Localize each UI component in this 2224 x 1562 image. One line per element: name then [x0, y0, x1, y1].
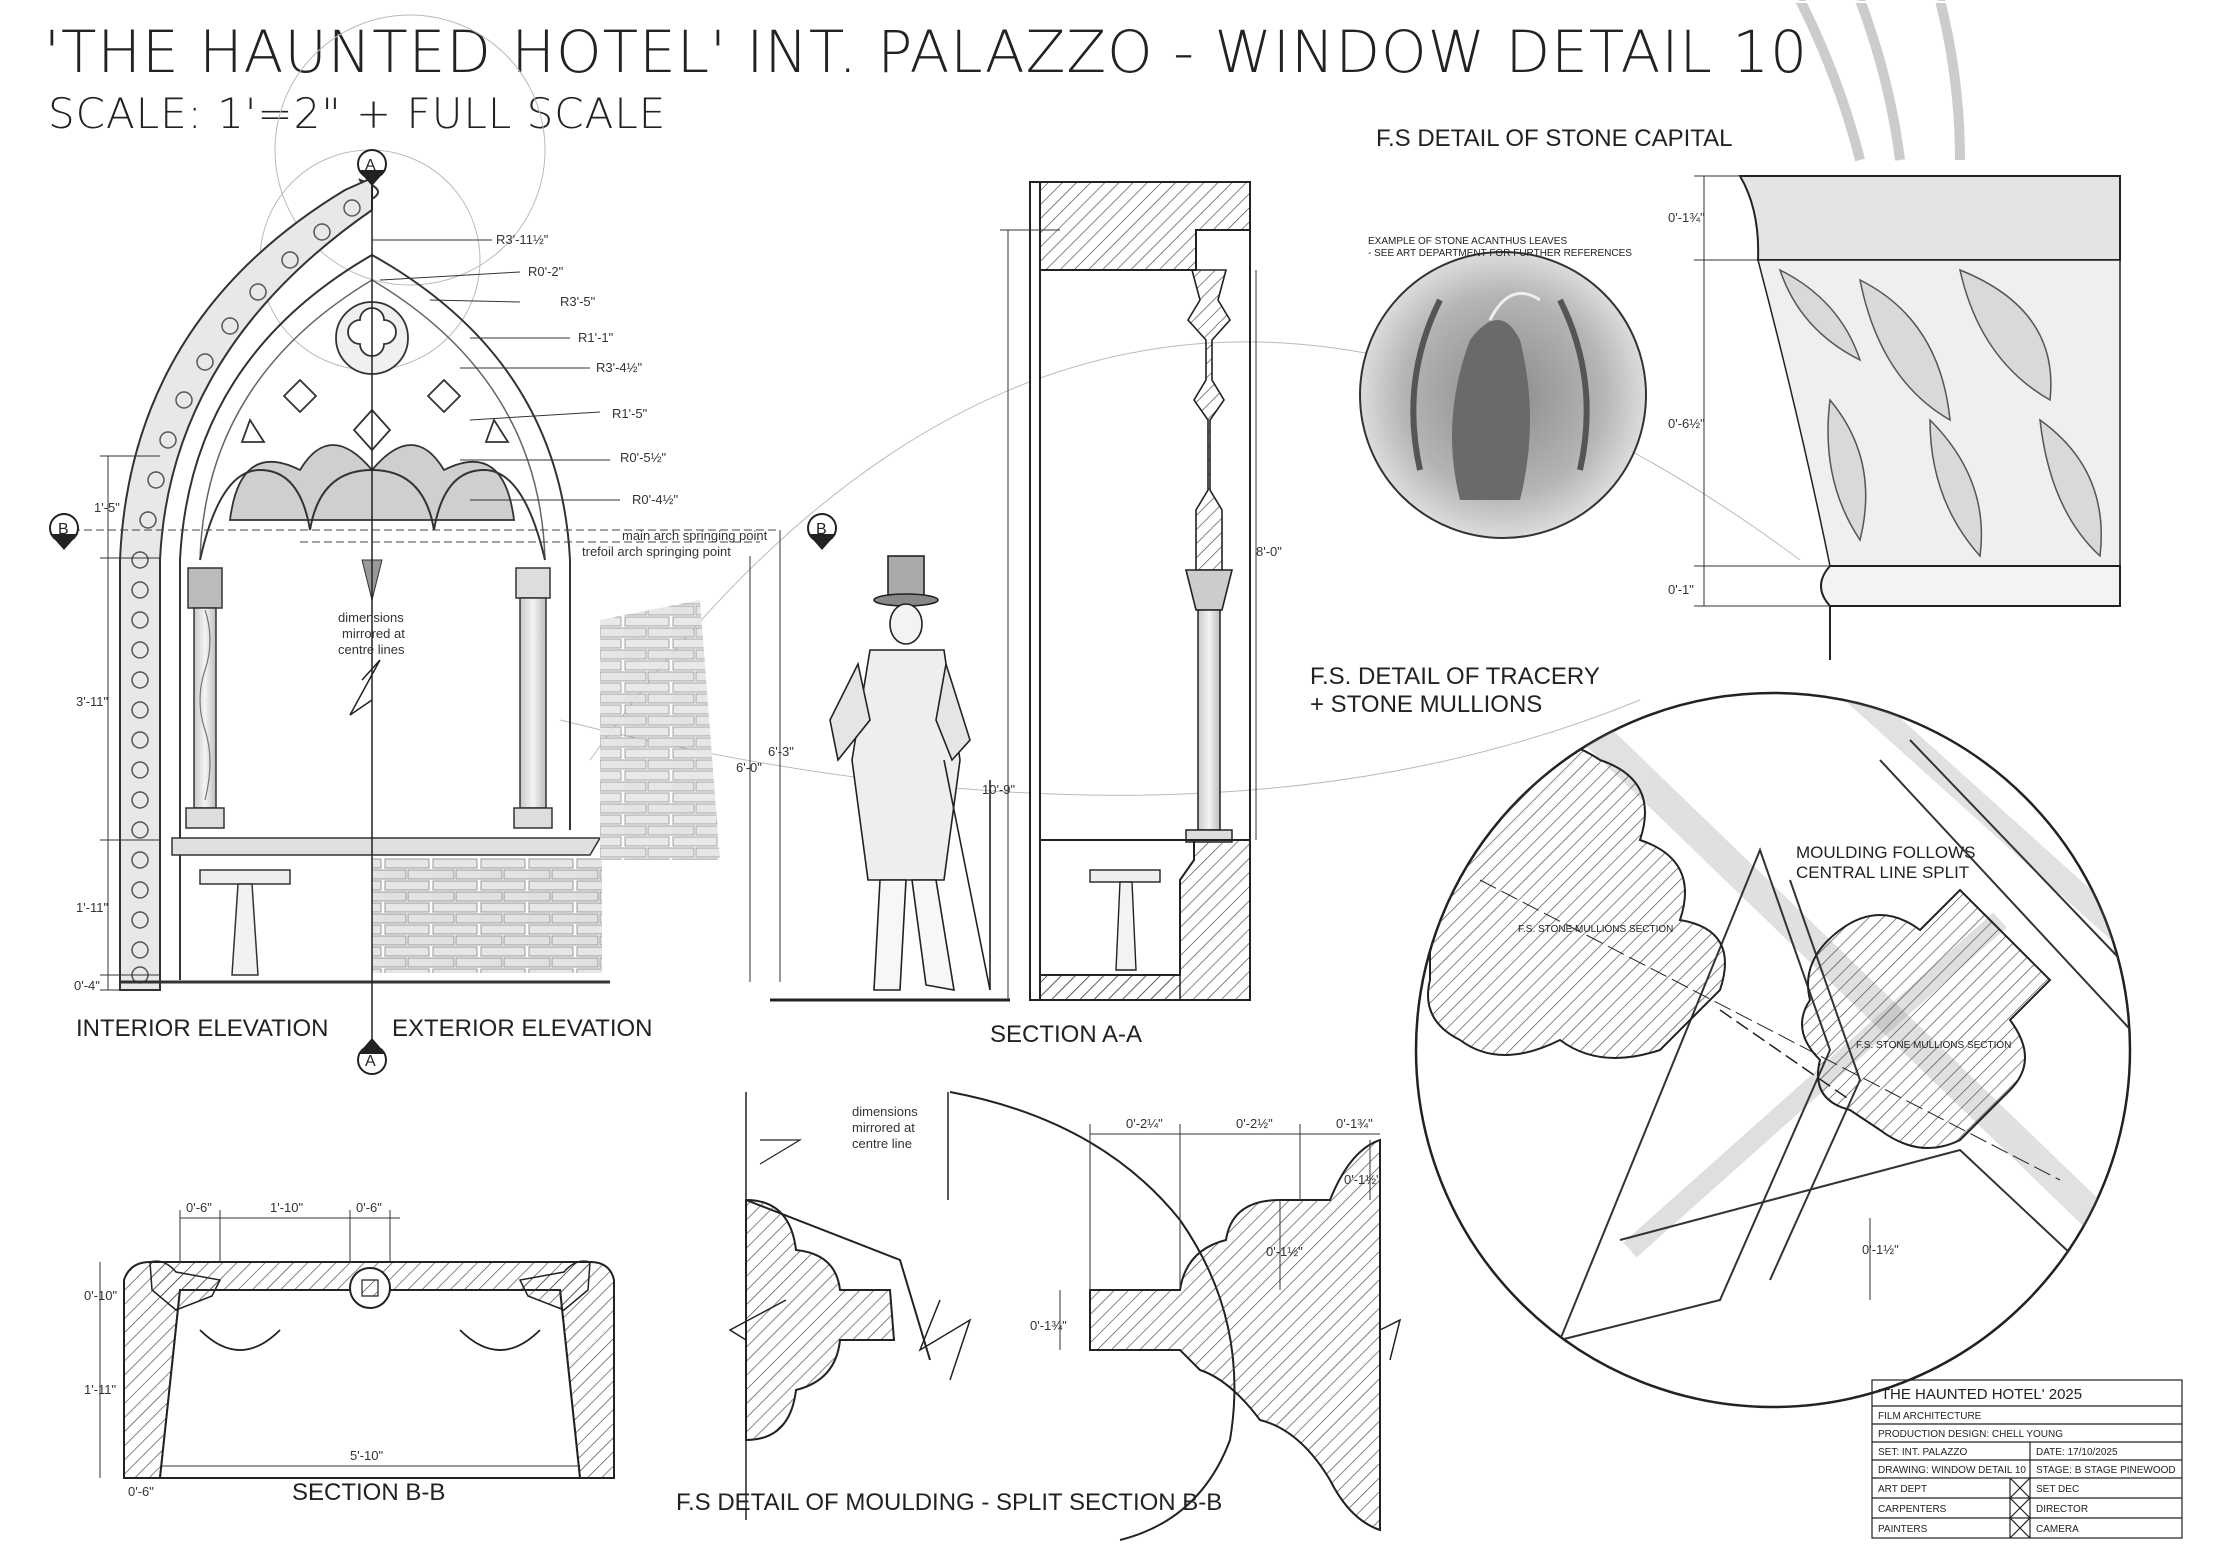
dim-label: 0'-2¼"	[1126, 1116, 1163, 1131]
section-marker-a-top	[357, 149, 387, 186]
interior-elevation-label: INTERIOR ELEVATION	[76, 1015, 328, 1042]
dim-label: 1'-10"	[270, 1200, 304, 1215]
sheet-scale: SCALE: 1'=2" + FULL SCALE	[48, 89, 666, 138]
title-block-set: SET: INT. PALAZZO	[1878, 1447, 1967, 1458]
section-marker-b-label: B	[816, 521, 827, 538]
dim-label: 0'-1¾"	[1668, 210, 1705, 225]
title-block-drawing: DRAWING: WINDOW DETAIL 10	[1878, 1465, 2026, 1476]
radius-label: R3'-11½"	[496, 232, 549, 247]
main-springing-note: main arch springing point	[622, 528, 768, 543]
radius-label: R3'-4½"	[596, 360, 643, 375]
title-block-date: DATE: 17/10/2025	[2036, 1447, 2118, 1458]
radius-label: R3'-5"	[560, 294, 596, 309]
radius-label: R0'-5½"	[620, 450, 667, 465]
radius-label: R0'-4½"	[632, 492, 679, 507]
title-block-dept: FILM ARCHITECTURE	[1878, 1411, 1982, 1422]
section-marker-b-left	[49, 513, 79, 550]
dim-label: 0'-1½"	[1266, 1244, 1303, 1259]
dim-label: 3'-11"	[76, 694, 109, 709]
dim-label: 1'-5"	[94, 500, 120, 515]
acanthus-note: - SEE ART DEPARTMENT FOR FURTHER REFEREN…	[1368, 248, 1632, 259]
dim-label: 0'-1¾"	[1336, 1116, 1373, 1131]
section-marker-a-label: A	[365, 1053, 376, 1070]
dim-label: 0'-1"	[1668, 582, 1694, 597]
dim-label: 10'-9"	[982, 782, 1016, 797]
dim-label: 0'-1¾"	[1030, 1318, 1067, 1333]
section-marker-a-label: A	[365, 157, 376, 174]
fs-moulding-label: F.S DETAIL OF MOULDING - SPLIT SECTION B…	[676, 1489, 1222, 1516]
title-block	[1871, 1379, 2183, 1539]
moulding-follows-note: CENTRAL LINE SPLIT	[1796, 863, 1969, 882]
title-block-designer: PRODUCTION DESIGN: CHELL YOUNG	[1878, 1429, 2063, 1440]
radius-leaders	[372, 239, 620, 501]
dim-label: 5'-10"	[350, 1448, 384, 1463]
mirrored-note: dimensions	[338, 610, 404, 625]
mirrored-note: centre lines	[338, 642, 405, 657]
dim-label: 0'-6½"	[1668, 416, 1705, 431]
moulding-follows-note: MOULDING FOLLOWS	[1796, 843, 1975, 862]
exterior-elevation-label: EXTERIOR ELEVATION	[392, 1015, 653, 1042]
dim-label: 0'-10"	[84, 1288, 118, 1303]
section-aa-label: SECTION A-A	[990, 1021, 1142, 1048]
mirrored-note: centre line	[852, 1136, 912, 1151]
signoff-art-dept: ART DEPT	[1878, 1484, 1927, 1495]
dim-label: 0'-2½"	[1236, 1116, 1273, 1131]
dim-label: 8'-0"	[1256, 544, 1282, 559]
mirrored-note: dimensions	[852, 1104, 918, 1119]
dim-label: 1'-11"	[76, 900, 109, 915]
mullion-section-note: F.S. STONE MULLIONS SECTION	[1856, 1040, 2011, 1051]
dim-label: 6'-0"	[736, 760, 762, 775]
radius-label: R0'-2"	[528, 264, 564, 279]
dim-label: 0'-6"	[128, 1484, 154, 1499]
radius-label: R1'-5"	[612, 406, 648, 421]
fs-capital-label: F.S DETAIL OF STONE CAPITAL	[1376, 125, 1733, 152]
section-bb-label: SECTION B-B	[292, 1479, 445, 1506]
signoff-camera: CAMERA	[2036, 1524, 2079, 1535]
dim-label: 0'-6"	[356, 1200, 382, 1215]
section-bb	[99, 1210, 615, 1479]
sheet-title: 'THE HAUNTED HOTEL' INT. PALAZZO - WINDO…	[44, 18, 1808, 86]
dim-label: 6'-3"	[768, 744, 794, 759]
acanthus-note: EXAMPLE OF STONE ACANTHUS LEAVES	[1368, 236, 1567, 247]
dim-label: 0'-6"	[186, 1200, 212, 1215]
mirrored-note: mirrored at	[852, 1120, 915, 1135]
signoff-set-dec: SET DEC	[2036, 1484, 2079, 1495]
moulding-detail	[728, 1091, 1402, 1541]
section-marker-b-right	[807, 513, 837, 550]
signoff-director: DIRECTOR	[2036, 1504, 2088, 1515]
title-block-stage: STAGE: B STAGE PINEWOOD	[2036, 1465, 2176, 1476]
section-aa	[1000, 181, 1257, 1001]
vertical-dimensions	[100, 455, 781, 991]
dim-label: 1'-11"	[84, 1382, 117, 1397]
title-block-project: 'THE HAUNTED HOTEL' 2025	[1878, 1386, 2082, 1403]
section-marker-a-bottom	[357, 1038, 387, 1075]
fs-tracery-label: F.S. DETAIL OF TRACERY	[1310, 663, 1600, 690]
fs-tracery-label: + STONE MULLIONS	[1310, 691, 1542, 718]
signoff-painters: PAINTERS	[1878, 1524, 1928, 1535]
dim-label: 0'-1½"	[1344, 1172, 1381, 1187]
trefoil-springing-note: trefoil arch springing point	[582, 544, 731, 559]
acanthus-photo	[1359, 251, 1647, 539]
stone-capital-drawing	[1694, 0, 2121, 660]
signoff-carpenters: CARPENTERS	[1878, 1504, 1947, 1515]
dim-label: 0'-4"	[74, 978, 100, 993]
tracery-detail	[1414, 691, 2132, 1409]
human-scale-figure	[829, 555, 991, 991]
dim-label: 0'-1½"	[1862, 1242, 1899, 1257]
radius-label: R1'-1"	[578, 330, 614, 345]
mullion-section-note: F.S. STONE MULLIONS SECTION	[1518, 924, 1673, 935]
mirrored-note: mirrored at	[342, 626, 405, 641]
window-elevation	[60, 150, 780, 1040]
section-marker-b-label: B	[58, 521, 69, 538]
